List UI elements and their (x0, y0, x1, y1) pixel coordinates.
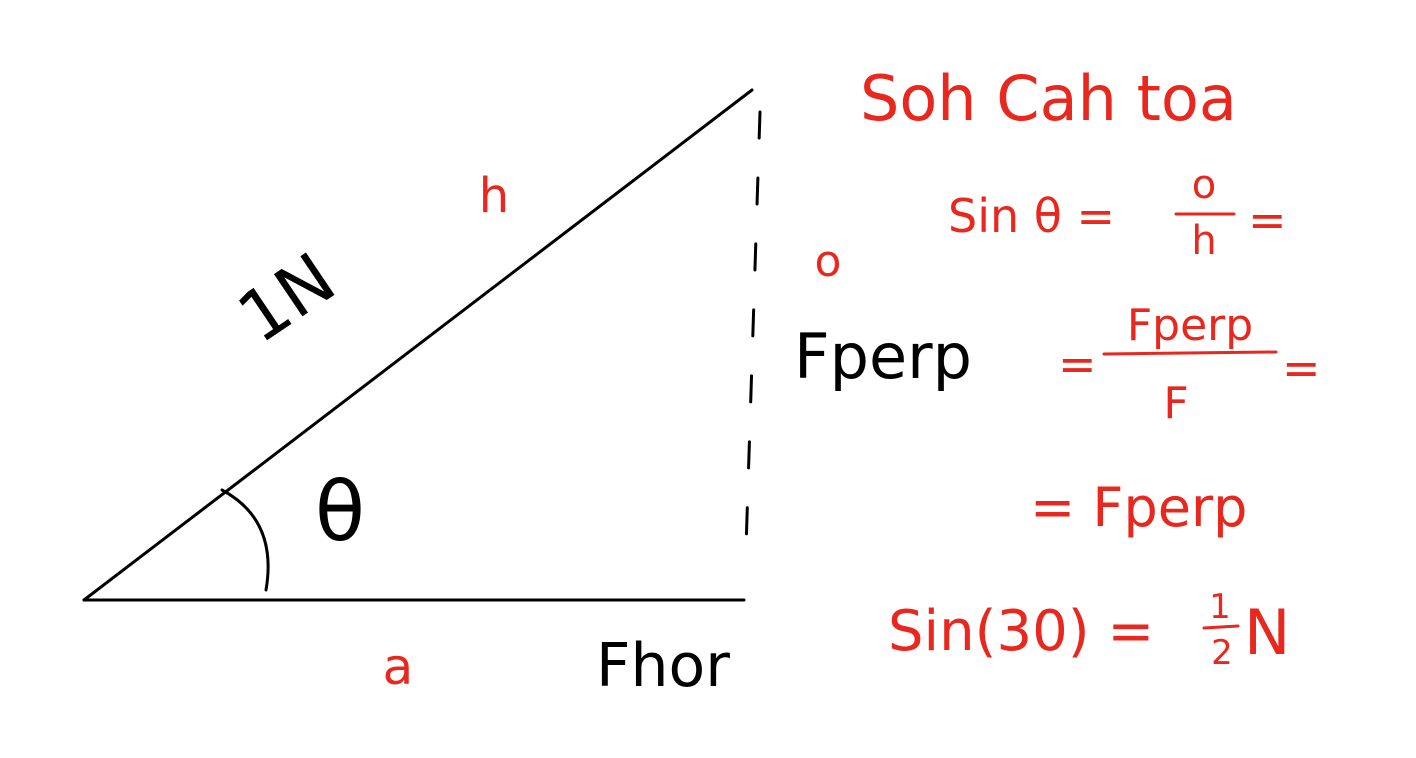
half-fraction-numerator: 1 (1209, 587, 1231, 627)
sine-definition-tail: = (1248, 193, 1287, 247)
force-ratio-numerator: Fperp (1127, 300, 1253, 351)
force-ratio-tail: = (1282, 341, 1321, 395)
sine-30-lhs: Sin(30) = (888, 599, 1154, 664)
mnemonic-heading: Soh Cah toa (860, 62, 1237, 135)
hypotenuse-tag-label: h (479, 168, 509, 224)
hypotenuse-value-label: 1N (223, 237, 349, 359)
perpendicular-force-result: = Fperp (1030, 476, 1247, 539)
angle-arc (220, 488, 270, 592)
force-ratio-lead: = (1058, 337, 1097, 391)
opposite-force-label: Fperp (794, 320, 972, 393)
half-fraction-denominator: 2 (1211, 633, 1233, 673)
force-ratio-bar (1102, 350, 1278, 356)
angle-symbol-label: θ (315, 465, 365, 560)
force-ratio-denominator: F (1163, 378, 1188, 429)
sine-30-unit: N (1244, 596, 1290, 669)
hypotenuse-line (82, 88, 754, 602)
adjacent-force-label: Fhor (596, 631, 730, 701)
adjacent-tag-label: a (383, 638, 414, 696)
half-fraction-bar (1202, 624, 1240, 630)
sine-fraction-numerator: o (1192, 162, 1216, 208)
sine-fraction-denominator: h (1191, 218, 1216, 264)
sine-definition-lhs: Sin θ = (948, 189, 1115, 243)
opposite-tag-label: o (815, 236, 842, 287)
opposite-side-dashed-line (744, 110, 762, 550)
